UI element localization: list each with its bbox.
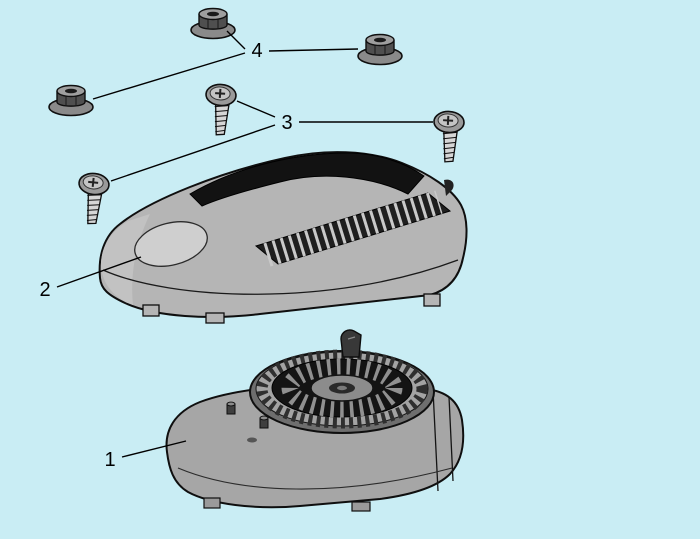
housing-tab	[351, 501, 371, 512]
cover-tab	[205, 312, 225, 324]
callout-label-1: 1	[104, 449, 115, 471]
fan-hub-center	[337, 385, 347, 391]
housing-bottom-seam	[177, 467, 453, 490]
flange-nut-icon	[357, 33, 403, 66]
gear-teeth-ring	[256, 349, 428, 429]
cover-top-panel	[189, 152, 425, 207]
cover-recoil-pad	[134, 221, 208, 267]
housing-tab	[203, 497, 221, 509]
callout-3-leader-lines	[110, 100, 433, 182]
callout-label-4: 4	[251, 40, 262, 62]
flange-nut-icon	[190, 7, 236, 40]
pan-head-screw-icon	[73, 170, 112, 227]
engine-cover	[98, 151, 468, 324]
callout-2-leader-line	[56, 256, 142, 288]
pan-head-screw-icon	[202, 82, 238, 137]
callout-label-2: 2	[39, 279, 50, 301]
housing-boss	[247, 437, 257, 443]
cooling-fan	[249, 349, 435, 434]
flange-nut-icon	[48, 84, 94, 117]
fan-latch	[340, 329, 362, 358]
blower-housing-assembly	[165, 329, 465, 512]
callout-label-3: 3	[281, 112, 292, 134]
callout-4-leader-lines	[92, 30, 359, 100]
cover-left-face	[100, 214, 150, 305]
cover-skirt-seam	[102, 259, 459, 295]
cover-side-hook	[444, 179, 454, 196]
cover-tab	[423, 293, 441, 307]
callout-1-leader-line	[121, 440, 187, 458]
cover-tab	[142, 304, 160, 317]
pan-head-screw-icon	[430, 109, 466, 164]
housing-side-ribs	[432, 389, 454, 492]
fan-blades	[281, 358, 403, 418]
stud-icon	[226, 401, 236, 415]
stud-icon	[259, 415, 269, 429]
